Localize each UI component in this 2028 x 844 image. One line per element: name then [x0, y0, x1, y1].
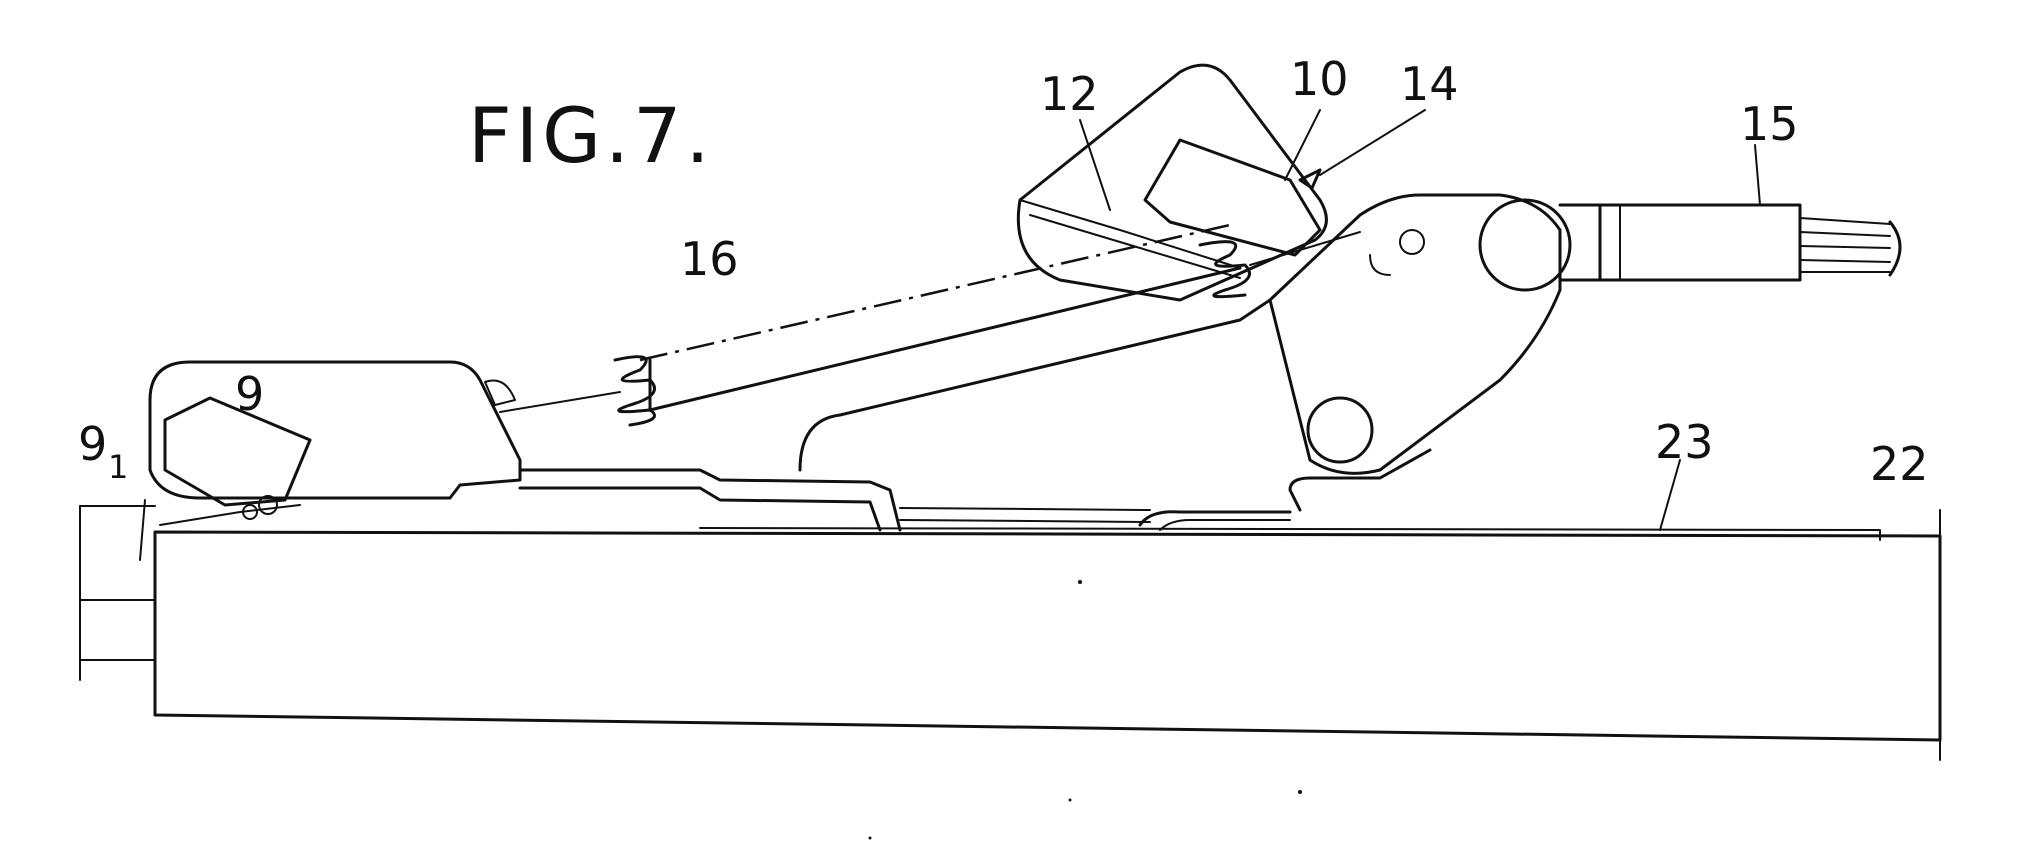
right-brush-holder [1016, 63, 1361, 302]
speck [868, 836, 872, 840]
label-23: 23 [1655, 415, 1714, 469]
label-14: 14 [1400, 57, 1459, 111]
label-15: 15 [1740, 97, 1799, 151]
label-9-1: 9 [78, 417, 107, 471]
label-12: 12 [1040, 67, 1099, 121]
figure-title: FIG.7. [468, 91, 714, 180]
terminal-plate [1268, 193, 1902, 512]
label-16: 16 [680, 232, 739, 286]
speck [1068, 798, 1072, 802]
rail-track [518, 468, 1292, 532]
leader-lines [139, 109, 1761, 561]
base-block [79, 505, 1942, 761]
label-9-1-sub: 1 [108, 448, 128, 486]
label-9: 9 [235, 367, 264, 421]
label-10: 10 [1290, 52, 1349, 106]
speck [1078, 580, 1082, 584]
speck [1298, 790, 1302, 794]
label-22: 22 [1870, 437, 1929, 491]
pivot-arm [639, 223, 1272, 472]
left-brush-holder [148, 360, 522, 526]
spring-16 [499, 355, 656, 427]
